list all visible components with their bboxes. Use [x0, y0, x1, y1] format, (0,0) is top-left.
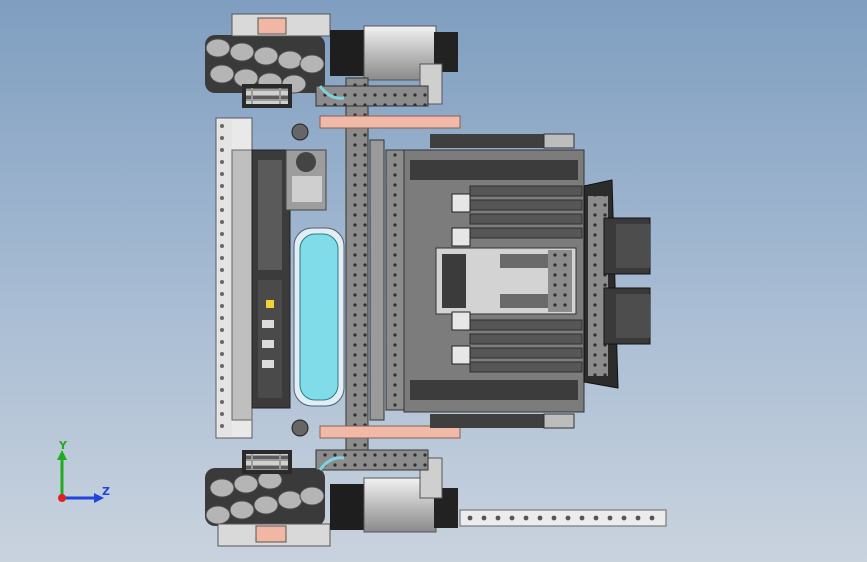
bottom-mecanum-wheel[interactable]: [205, 468, 331, 547]
claw-motor-bottom[interactable]: [603, 287, 651, 345]
triad-arrows: [57, 450, 104, 503]
top-spacer-plate: [319, 115, 461, 129]
central-vertical-rail[interactable]: [345, 77, 369, 469]
orientation-triad: Y Z: [40, 438, 120, 518]
gearbox-block[interactable]: [251, 149, 327, 409]
top-cross-rail[interactable]: [315, 85, 429, 107]
top-pulley: [242, 84, 292, 108]
bottom-cross-rail[interactable]: [315, 449, 429, 471]
claw-motor-top[interactable]: [603, 217, 651, 275]
claw-bracket[interactable]: [583, 179, 619, 389]
inner-vertical-rail: [369, 139, 405, 421]
bottom-spacer-plate: [319, 425, 461, 439]
perforated-strip[interactable]: [459, 509, 667, 527]
z-axis-label: Z: [102, 485, 110, 498]
bottom-pulley: [242, 450, 292, 474]
sprocket-bottom: [291, 419, 309, 437]
top-drive-motor[interactable]: [330, 25, 458, 105]
left-frame-rail[interactable]: [215, 117, 253, 439]
bottom-drive-motor[interactable]: [330, 457, 458, 533]
sprocket-top: [291, 123, 309, 141]
top-mecanum-wheel[interactable]: [205, 13, 331, 94]
wire-bottom: [318, 456, 345, 471]
y-axis-label: Y: [59, 439, 67, 452]
battery-pack[interactable]: [293, 227, 345, 407]
wire-top: [318, 85, 345, 100]
lift-mechanism[interactable]: [403, 133, 585, 429]
